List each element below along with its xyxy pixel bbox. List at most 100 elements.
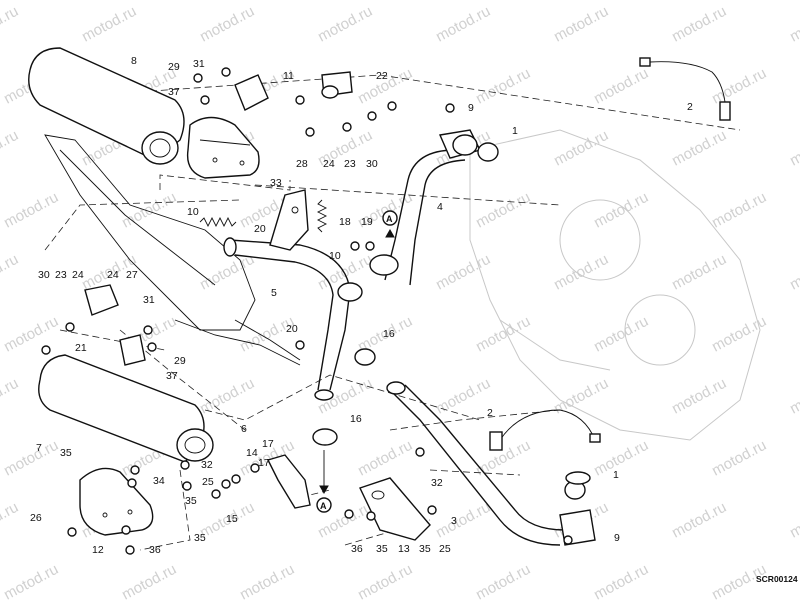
- part-callout-36: 36: [351, 543, 363, 555]
- part-callout-16: 16: [350, 413, 362, 425]
- watermark-text: motod.ru: [551, 127, 611, 170]
- fastener: [211, 489, 221, 499]
- part-callout-35: 35: [185, 495, 197, 507]
- part-callout-1: 1: [613, 469, 619, 481]
- fastener: [295, 340, 305, 350]
- part-callout-20: 20: [254, 223, 266, 235]
- watermark-text: motod.ru: [1, 561, 61, 600]
- part-callout-5: 5: [271, 287, 277, 299]
- part-callout-20: 20: [286, 323, 298, 335]
- collector-bracket: [269, 189, 309, 251]
- watermark-text: motod.ru: [237, 561, 297, 600]
- fastener: [147, 342, 157, 352]
- fastener: [445, 103, 455, 113]
- watermark-text: motod.ru: [473, 65, 533, 108]
- watermark-text: motod.ru: [551, 251, 611, 294]
- part-callout-37: 37: [168, 86, 180, 98]
- fastener: [221, 67, 231, 77]
- part-callout-24: 24: [72, 269, 84, 281]
- fastener: [231, 474, 241, 484]
- reference-markers: A A: [316, 210, 398, 513]
- fastener: [427, 505, 437, 515]
- part-callout-14: 14: [246, 447, 258, 459]
- part-callout-24: 24: [323, 158, 335, 170]
- fastener: [367, 111, 377, 121]
- watermark-text: motod.ru: [787, 375, 800, 418]
- watermark-text: motod.ru: [591, 561, 651, 600]
- watermark-text: motod.ru: [473, 561, 533, 600]
- part-callout-8: 8: [131, 55, 137, 67]
- part-callout-32: 32: [431, 477, 443, 489]
- watermark-text: motod.ru: [787, 251, 800, 294]
- part-callout-28: 28: [296, 158, 308, 170]
- fastener: [130, 465, 140, 475]
- upper-silencer: [28, 47, 185, 165]
- watermark-text: motod.ru: [473, 189, 533, 232]
- fastener: [127, 478, 137, 488]
- watermark-text: motod.ru: [709, 65, 769, 108]
- part-callout-15: 15: [226, 513, 238, 525]
- part-callout-9: 9: [614, 532, 620, 544]
- part-callout-30: 30: [366, 158, 378, 170]
- part-callout-2: 2: [487, 407, 493, 419]
- watermark-text: motod.ru: [787, 3, 800, 46]
- watermark-text: motod.ru: [0, 499, 21, 542]
- part-callout-25: 25: [202, 476, 214, 488]
- part-callout-30: 30: [38, 269, 50, 281]
- part-callout-18: 18: [339, 216, 351, 228]
- fastener: [200, 95, 210, 105]
- watermark-text: motod.ru: [1, 189, 61, 232]
- watermark-text: motod.ru: [787, 499, 800, 542]
- fastener: [221, 479, 231, 489]
- part-callout-35: 35: [194, 532, 206, 544]
- fastener: [41, 345, 51, 355]
- part-callout-16: 16: [383, 328, 395, 340]
- watermark-text: motod.ru: [591, 189, 651, 232]
- watermark-text: motod.ru: [473, 437, 533, 480]
- watermark-text: motod.ru: [787, 127, 800, 170]
- watermark-text: motod.ru: [669, 375, 729, 418]
- part-callout-34: 34: [153, 475, 165, 487]
- fastener: [387, 101, 397, 111]
- watermark-text: motod.ru: [0, 127, 21, 170]
- rear-subframe: [44, 134, 301, 366]
- part-callout-23: 23: [344, 158, 356, 170]
- fastener: [182, 481, 192, 491]
- watermark-text: motod.ru: [0, 251, 21, 294]
- part-callout-7: 7: [36, 442, 42, 454]
- watermark-text: motod.ru: [473, 313, 533, 356]
- part-callout-2: 2: [687, 101, 693, 113]
- watermark-text: motod.ru: [433, 499, 493, 542]
- part-callout-19: 19: [361, 216, 373, 228]
- part-callout-10: 10: [329, 250, 341, 262]
- watermark-text: motod.ru: [119, 561, 179, 600]
- fastener: [295, 95, 305, 105]
- fastener: [415, 447, 425, 457]
- drawing-code: SCR00124: [756, 574, 798, 584]
- watermark-text: motod.ru: [433, 3, 493, 46]
- reference-letter-top: A: [386, 214, 393, 224]
- watermark-text: motod.ru: [709, 437, 769, 480]
- watermark-text: motod.ru: [197, 3, 257, 46]
- watermark-text: motod.ru: [591, 437, 651, 480]
- part-callout-26: 26: [30, 512, 42, 524]
- fastener: [350, 241, 360, 251]
- part-callout-31: 31: [193, 58, 205, 70]
- fastener: [125, 545, 135, 555]
- watermark-text: motod.ru: [433, 375, 493, 418]
- watermark-text: motod.ru: [0, 3, 21, 46]
- clamps: [312, 348, 376, 446]
- part-callout-1: 1: [512, 125, 518, 137]
- upper-mount-brackets: [84, 71, 353, 366]
- fastener: [344, 509, 354, 519]
- part-callout-3: 3: [451, 515, 457, 527]
- upper-header-pipe: [369, 129, 499, 286]
- part-callout-22: 22: [376, 70, 388, 82]
- watermark-text: motod.ru: [433, 251, 493, 294]
- part-callout-33: 33: [270, 177, 282, 189]
- watermark-text: motod.ru: [551, 3, 611, 46]
- watermark-text: motod.ru: [669, 127, 729, 170]
